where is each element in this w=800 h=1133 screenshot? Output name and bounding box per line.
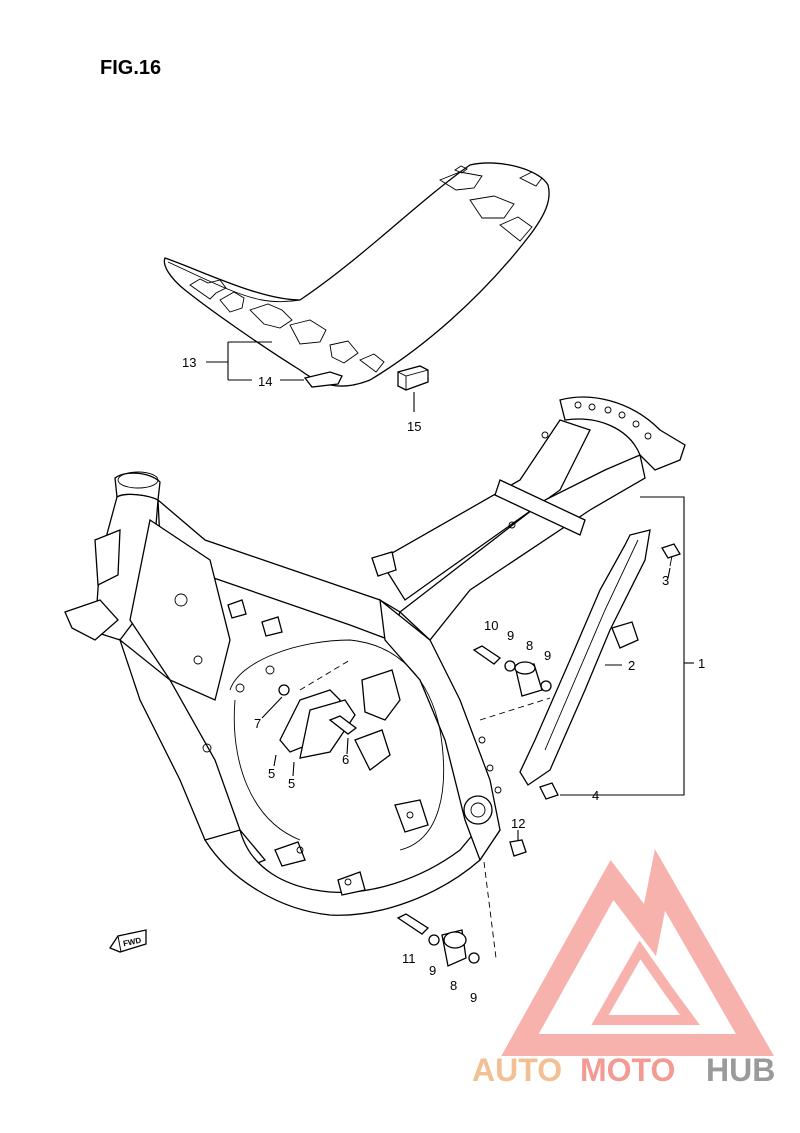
logo-triangle-inner (591, 940, 700, 1025)
leader-13 (206, 341, 272, 381)
watermark-hub-text: HUB (706, 1052, 775, 1088)
leader-7 (261, 696, 283, 719)
callout-15: 15 (407, 419, 421, 434)
callout-9c: 9 (429, 963, 436, 978)
callout-5b: 5 (288, 776, 295, 791)
callout-2: 2 (628, 658, 635, 673)
callout-11: 11 (402, 951, 416, 966)
callout-5a: 5 (268, 766, 275, 781)
fwd-label: FWD (122, 936, 142, 949)
washer-9a (504, 660, 516, 672)
callout-13: 13 (182, 355, 196, 370)
callout-12: 12 (511, 816, 525, 831)
bolt-11 (396, 913, 430, 935)
leader-dash-left (299, 659, 351, 691)
watermark-moto-text: MOTO (580, 1052, 675, 1088)
callout-6: 6 (342, 752, 349, 767)
callout-1: 1 (698, 656, 705, 671)
callout-9a: 9 (507, 628, 514, 643)
leader-1 (560, 496, 685, 796)
bushing-8b (441, 929, 467, 967)
nut-12 (509, 839, 527, 857)
bushing-8a (514, 661, 543, 697)
callout-10: 10 (484, 618, 498, 633)
leader-6 (346, 737, 349, 755)
leader-dash-upper (479, 697, 551, 721)
callout-8b: 8 (450, 978, 457, 993)
seat-bracket-part (303, 371, 343, 388)
leader-5a (273, 754, 277, 767)
bolt-6 (328, 715, 358, 735)
bolt-3 (661, 543, 681, 567)
callout-9d: 9 (470, 990, 477, 1005)
seat (163, 162, 550, 387)
leader-dash-lower (483, 861, 497, 959)
watermark-auto-text: AUTO (472, 1052, 562, 1088)
leader-3 (667, 567, 671, 579)
callout-14: 14 (258, 374, 272, 389)
frame-brace-part (519, 529, 651, 786)
bolt-10 (472, 645, 502, 665)
nut-7 (278, 684, 290, 696)
bolt-4 (539, 782, 559, 800)
watermark-logo (501, 849, 775, 1056)
callout-8a: 8 (526, 638, 533, 653)
fwd-arrow-icon (109, 929, 147, 953)
cushion-block-part (397, 365, 429, 391)
leader-5b (292, 761, 295, 777)
figure-title: FIG.16 (100, 57, 161, 79)
washer-9c (428, 934, 440, 946)
callout-9b: 9 (544, 648, 551, 663)
motorcycle-frame (64, 396, 686, 916)
callout-3: 3 (662, 573, 669, 588)
logo-triangle-outer (501, 849, 775, 1056)
washer-9d (468, 952, 480, 964)
callout-4: 4 (592, 788, 599, 803)
callout-7: 7 (254, 716, 261, 731)
